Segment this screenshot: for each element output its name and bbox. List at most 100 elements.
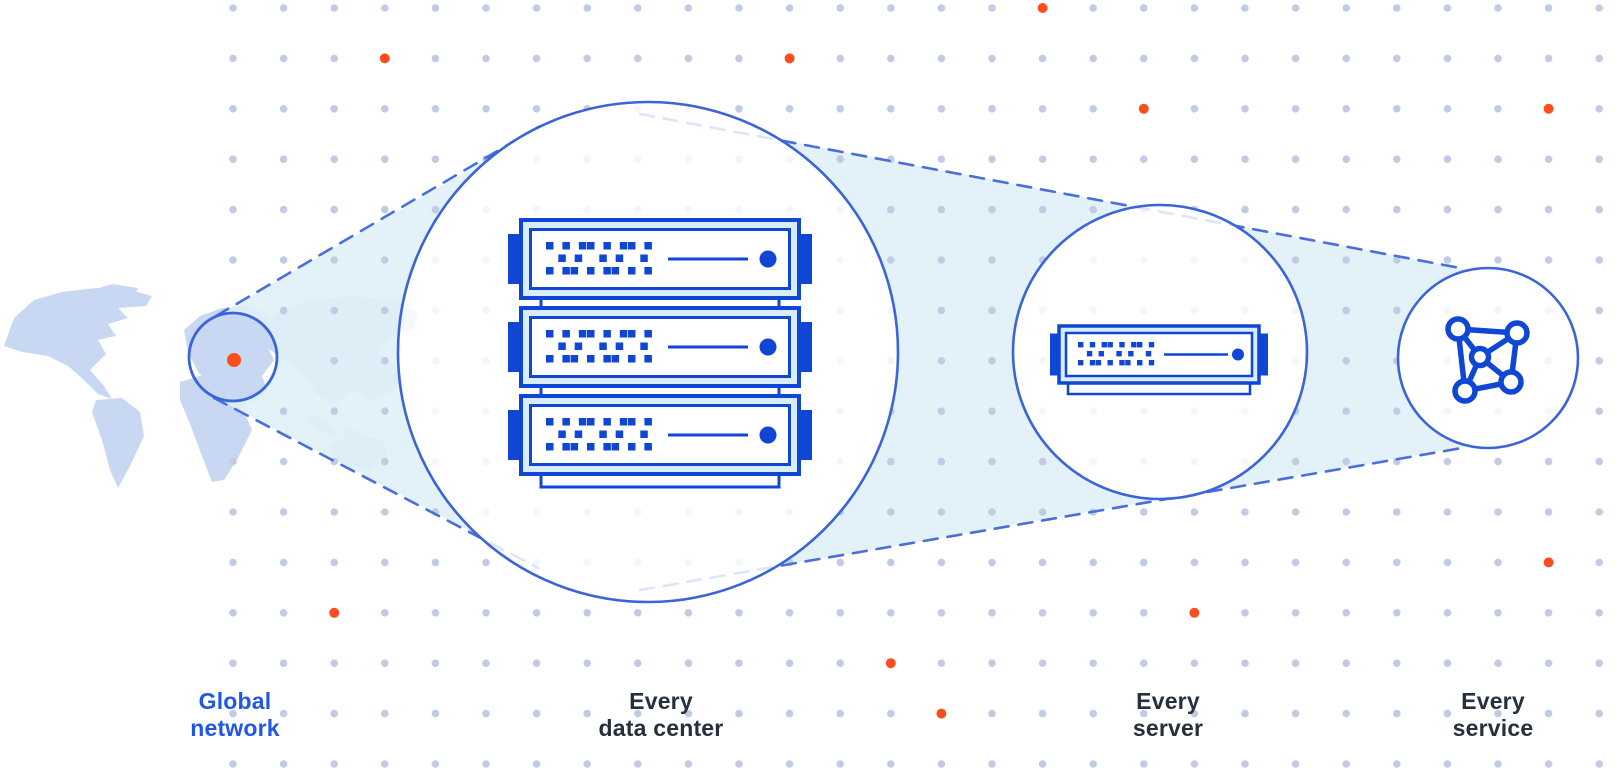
grid-dot [1038, 54, 1047, 63]
grid-dot [381, 205, 389, 214]
grid-dot [1393, 709, 1401, 718]
grid-dot [1291, 457, 1300, 466]
grid-dot [1241, 760, 1249, 768]
grid-dot [1089, 155, 1097, 163]
grid-dot [1291, 155, 1300, 163]
grid-dot [532, 54, 541, 63]
grid-dot [229, 205, 237, 214]
grid-dot [1342, 760, 1350, 768]
grid-dot [634, 609, 642, 617]
grid-dot [684, 659, 693, 667]
grid-dot [1140, 558, 1148, 567]
display-pixel [558, 342, 566, 350]
grid-dot [988, 609, 996, 617]
server-panel [529, 316, 791, 378]
grid-dot [1494, 457, 1502, 466]
dashed-line-bottom-right [638, 446, 1464, 592]
grid-dot [1393, 760, 1401, 768]
grid-dot [1595, 357, 1603, 365]
display-pixel [603, 330, 611, 338]
grid-dot [887, 457, 895, 466]
grid-dot [583, 659, 591, 667]
display-pixel [546, 443, 554, 451]
grid-dot [330, 54, 339, 63]
grid-dot [785, 105, 794, 113]
grid-dot [887, 709, 895, 718]
grid-dot [1342, 105, 1350, 113]
mesh-node [1468, 345, 1492, 369]
grid-dot [1595, 155, 1603, 163]
grid-dot [684, 760, 693, 768]
grid-dot [937, 457, 946, 466]
grid-dot [1241, 558, 1249, 567]
grid-dot [684, 54, 693, 63]
grid-dot [1291, 609, 1300, 617]
display-pixel [1101, 342, 1107, 348]
display-pixel [562, 355, 570, 363]
display-pixel [1086, 351, 1093, 357]
grid-dot [937, 155, 946, 163]
grid-dot [634, 659, 642, 667]
server-panel [529, 404, 791, 466]
accent-dot [1189, 607, 1200, 618]
label-line: server [1132, 715, 1204, 741]
grid-dot [229, 508, 237, 516]
display-pixel [603, 443, 611, 451]
grid-dot [1494, 558, 1502, 567]
display-pixel [1089, 360, 1096, 366]
grid-dot [330, 256, 339, 264]
mesh-node [1504, 320, 1530, 346]
display-pixel [578, 242, 587, 250]
server-led [759, 426, 777, 444]
grid-dot [431, 760, 440, 768]
grid-dot [988, 457, 996, 466]
display-pixel [558, 430, 566, 438]
grid-dot [1241, 54, 1249, 63]
grid-dot [937, 256, 946, 264]
grid-dot [1443, 54, 1452, 63]
grid-dot [1089, 609, 1097, 617]
grid-dot [1595, 306, 1603, 315]
grid-dot [1494, 709, 1502, 718]
grid-dot [1494, 760, 1502, 768]
accent-dot [329, 607, 340, 618]
display-pixel [1078, 360, 1084, 366]
grid-dot [634, 4, 642, 12]
grid-dot [1443, 659, 1452, 667]
grid-dot [431, 205, 440, 214]
grid-dot [1494, 4, 1502, 12]
grid-dot [1241, 155, 1249, 163]
grid-dot [1190, 709, 1199, 718]
grid-dot [330, 205, 339, 214]
grid-dot [1241, 205, 1249, 214]
accent-dot [379, 53, 390, 64]
continent-north-america [4, 288, 152, 399]
display-pixel [1119, 360, 1125, 366]
grid-dot [482, 760, 490, 768]
label-line: Every [1461, 688, 1525, 714]
grid-dot [988, 709, 996, 718]
grid-dot [1443, 4, 1452, 12]
data-center-rack-icon [508, 218, 812, 489]
grid-dot [1140, 659, 1148, 667]
grid-dot [1393, 4, 1401, 12]
display-pixel [1107, 360, 1113, 366]
grid-dot [785, 760, 794, 768]
grid-dot [279, 105, 288, 113]
grid-dot [735, 659, 743, 667]
grid-dot [229, 558, 237, 567]
grid-dot [937, 508, 946, 516]
display-pixel [578, 418, 587, 426]
grid-dot [1038, 609, 1047, 617]
grid-dot [229, 760, 237, 768]
grid-dot [1443, 205, 1452, 214]
grid-dot [381, 508, 389, 516]
grid-dot [381, 306, 389, 315]
grid-dot [1089, 709, 1097, 718]
grid-dot [279, 609, 288, 617]
grid-dot [988, 205, 996, 214]
grid-dot [836, 659, 844, 667]
grid-dot [330, 155, 339, 163]
grid-dot [988, 659, 996, 667]
grid-dot [431, 54, 440, 63]
